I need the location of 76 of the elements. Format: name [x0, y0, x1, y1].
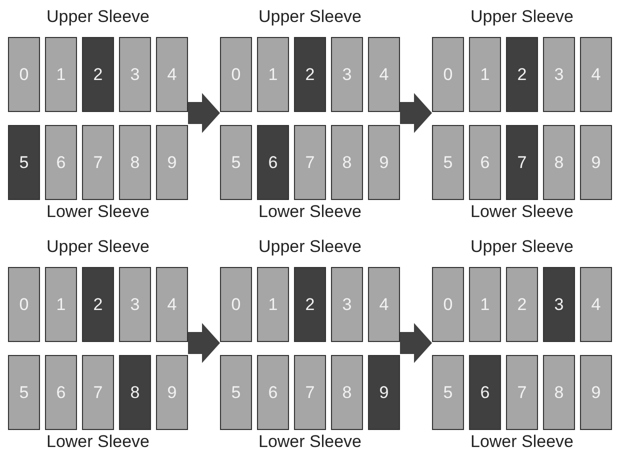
active-bead-box: 2 — [294, 37, 326, 112]
bead-box: 8 — [119, 125, 151, 200]
sleeve-label: Lower Sleeve — [469, 432, 574, 452]
bead-box: 4 — [580, 37, 612, 112]
active-bead-box: 2 — [82, 37, 114, 112]
bead-box: 9 — [368, 125, 400, 200]
sleeve-label: Lower Sleeve — [257, 202, 362, 222]
bead-box: 6 — [469, 125, 501, 200]
bead-box: 3 — [543, 37, 575, 112]
bead-box: 6 — [45, 125, 77, 200]
active-bead-box: 8 — [119, 355, 151, 430]
bead-box: 4 — [368, 37, 400, 112]
bead-box: 2 — [506, 267, 538, 342]
arrow — [400, 93, 432, 133]
active-bead-box: 6 — [257, 125, 289, 200]
bead-box: 0 — [220, 267, 252, 342]
bead-box: 4 — [156, 267, 188, 342]
bead-box: 8 — [543, 355, 575, 430]
active-bead-box: 6 — [469, 355, 501, 430]
arrow — [188, 323, 220, 363]
bead-box: 0 — [8, 267, 40, 342]
bead-box: 0 — [220, 37, 252, 112]
sleeve-label: Upper Sleeve — [469, 237, 574, 257]
bead-box: 1 — [469, 37, 501, 112]
active-bead-box: 2 — [294, 267, 326, 342]
active-bead-box: 9 — [368, 355, 400, 430]
sleeve-label: Upper Sleeve — [469, 7, 574, 27]
bead-box: 3 — [119, 37, 151, 112]
bead-box: 8 — [331, 355, 363, 430]
bead-box: 1 — [469, 267, 501, 342]
sleeve-label: Lower Sleeve — [257, 432, 362, 452]
bead-box: 0 — [432, 267, 464, 342]
bead-box: 9 — [580, 355, 612, 430]
active-bead-box: 3 — [543, 267, 575, 342]
bead-box: 0 — [432, 37, 464, 112]
active-bead-box: 2 — [82, 267, 114, 342]
bead-box: 5 — [432, 355, 464, 430]
arrow — [400, 323, 432, 363]
bead-box: 5 — [8, 355, 40, 430]
bead-box: 4 — [156, 37, 188, 112]
sleeve-label: Upper Sleeve — [45, 7, 150, 27]
bead-box: 1 — [45, 37, 77, 112]
bead-box: 1 — [257, 37, 289, 112]
bead-box: 7 — [82, 125, 114, 200]
bead-box: 1 — [45, 267, 77, 342]
bead-box: 4 — [368, 267, 400, 342]
active-bead-box: 5 — [8, 125, 40, 200]
bead-box: 9 — [580, 125, 612, 200]
bead-box: 6 — [45, 355, 77, 430]
sleeve-label: Lower Sleeve — [45, 202, 150, 222]
sleeve-label: Upper Sleeve — [45, 237, 150, 257]
arrow — [188, 93, 220, 133]
sleeve-label: Lower Sleeve — [45, 432, 150, 452]
bead-box: 9 — [156, 125, 188, 200]
bead-box: 3 — [331, 267, 363, 342]
bead-box: 7 — [294, 125, 326, 200]
bead-box: 7 — [506, 355, 538, 430]
sleeve-label: Upper Sleeve — [257, 237, 362, 257]
bead-box: 6 — [257, 355, 289, 430]
sleeve-label: Upper Sleeve — [257, 7, 362, 27]
bead-box: 5 — [220, 125, 252, 200]
bead-box: 5 — [432, 125, 464, 200]
bead-box: 7 — [294, 355, 326, 430]
bead-box: 5 — [220, 355, 252, 430]
bead-box: 8 — [543, 125, 575, 200]
active-bead-box: 2 — [506, 37, 538, 112]
bead-box: 7 — [82, 355, 114, 430]
active-bead-box: 7 — [506, 125, 538, 200]
bead-box: 9 — [156, 355, 188, 430]
bead-box: 3 — [119, 267, 151, 342]
bead-box: 3 — [331, 37, 363, 112]
bead-box: 8 — [331, 125, 363, 200]
bead-box: 1 — [257, 267, 289, 342]
bead-box: 0 — [8, 37, 40, 112]
bead-box: 4 — [580, 267, 612, 342]
sleeve-label: Lower Sleeve — [469, 202, 574, 222]
